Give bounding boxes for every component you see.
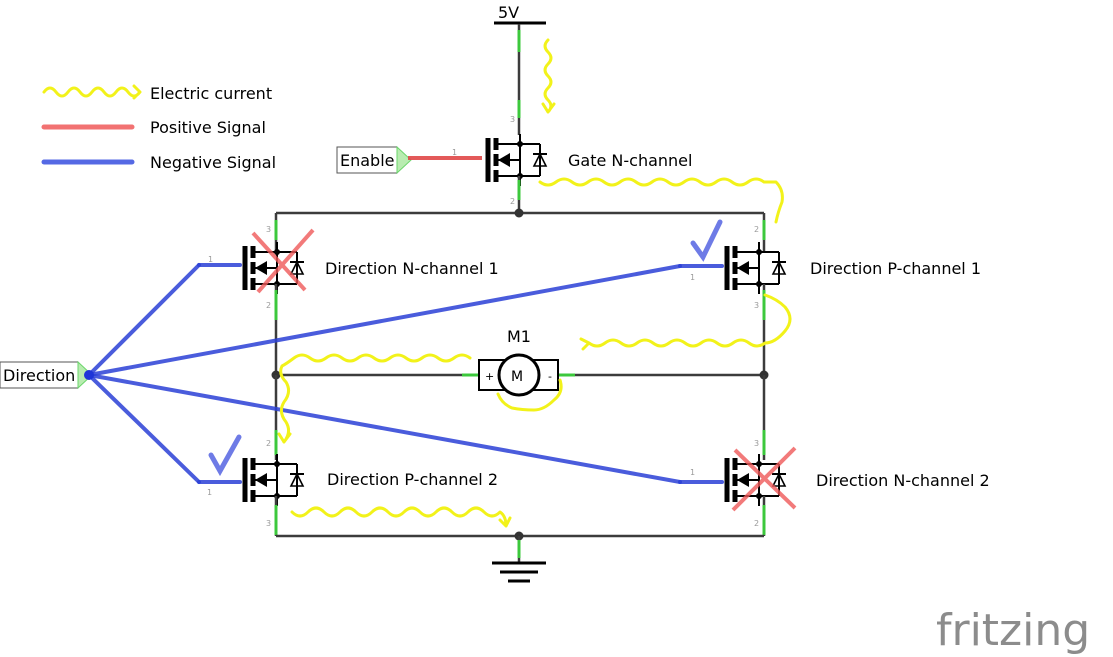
motor-plus: + bbox=[485, 370, 494, 383]
dir-n2-disabled-mark bbox=[731, 446, 797, 512]
n1-pin-3: 3 bbox=[266, 225, 271, 234]
enable-input[interactable] bbox=[336, 146, 398, 174]
p2-pin-2: 2 bbox=[266, 439, 271, 448]
motor-ref: M1 bbox=[507, 327, 531, 346]
p2-pin-1: 1 bbox=[207, 488, 212, 497]
enable-label: Enable bbox=[340, 151, 395, 170]
dir-p2-enabled-mark bbox=[208, 434, 242, 477]
direction-input[interactable] bbox=[0, 361, 79, 389]
dir-n1-disabled-mark bbox=[251, 228, 315, 294]
top-junction bbox=[514, 208, 524, 218]
legend-current-swatch bbox=[42, 84, 142, 100]
motor-minus: - bbox=[548, 370, 552, 383]
p1-pin-2: 2 bbox=[754, 225, 759, 234]
dir-n2-label: Direction N-channel 2 bbox=[816, 471, 990, 490]
p2-pin-3: 3 bbox=[266, 519, 271, 528]
dir-p1-enabled-mark bbox=[690, 219, 723, 262]
gate-mosfet-label: Gate N-channel bbox=[568, 151, 692, 170]
direction-node bbox=[84, 370, 94, 380]
n1-pin-1: 1 bbox=[208, 255, 213, 264]
dir-p2-mosfet bbox=[245, 454, 304, 506]
dir-n2-mosfet bbox=[727, 454, 786, 506]
gate-pin-3: 3 bbox=[510, 115, 515, 124]
n2-pin-2: 2 bbox=[754, 519, 759, 528]
enable-pin-1: 1 bbox=[452, 148, 457, 157]
direction-signal-lines bbox=[87, 263, 724, 484]
motor-circle bbox=[497, 353, 541, 397]
n2-pin-1: 1 bbox=[690, 468, 695, 477]
dir-p2-label: Direction P-channel 2 bbox=[327, 470, 498, 489]
ground-symbol bbox=[492, 561, 546, 583]
legend-current-label: Electric current bbox=[150, 84, 272, 103]
current-flow bbox=[277, 38, 792, 528]
n2-pin-3: 3 bbox=[754, 439, 759, 448]
direction-label: Direction bbox=[3, 366, 75, 385]
legend-negative-label: Negative Signal bbox=[150, 153, 276, 172]
p1-pin-1: 1 bbox=[690, 273, 695, 282]
motor-symbol: M bbox=[511, 369, 523, 385]
p1-pin-3: 3 bbox=[754, 301, 759, 310]
gate-mosfet bbox=[488, 134, 547, 186]
legend-positive-label: Positive Signal bbox=[150, 118, 266, 137]
dir-n1-label: Direction N-channel 1 bbox=[325, 259, 499, 278]
gate-pin-2: 2 bbox=[510, 197, 515, 206]
dir-p1-label: Direction P-channel 1 bbox=[810, 259, 981, 278]
legend: Electric current Positive Signal Negativ… bbox=[41, 84, 276, 172]
supply-label: 5V bbox=[498, 3, 519, 22]
dir-p1-mosfet bbox=[727, 242, 786, 294]
fritzing-watermark: fritzing bbox=[936, 605, 1090, 656]
n1-pin-2: 2 bbox=[266, 301, 271, 310]
